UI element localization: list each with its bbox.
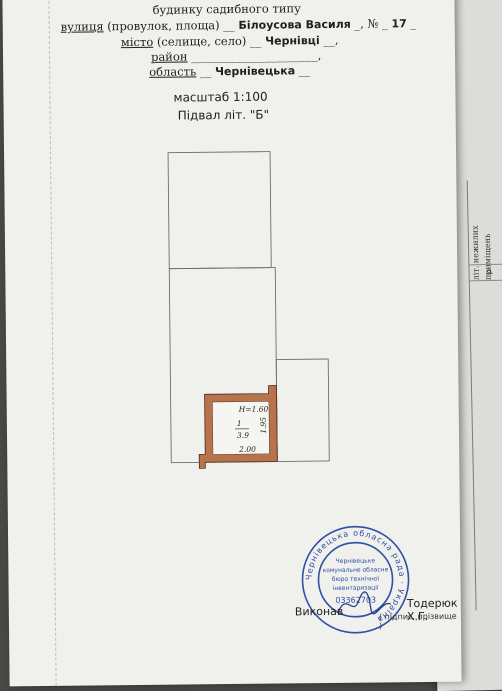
margin-line (48, 0, 56, 686)
signoff-role: Виконав (295, 605, 344, 619)
street-value: Білоусова Василя (238, 18, 351, 32)
city-line: місто (селище, село) __ Чернівці __, (121, 33, 339, 49)
floor-plan: Н=1.60 1 3.9 2.00 1.95 (154, 141, 357, 473)
number-value: 17 (391, 17, 406, 30)
city-note: (селище, село) (157, 34, 247, 49)
region-label: область (149, 64, 196, 78)
district-line: район ______________________, (151, 48, 321, 64)
room-height-label: Н=1.60 (238, 405, 269, 414)
outline-annex (276, 359, 329, 462)
city-label: місто (121, 35, 154, 49)
table-column-header: літ. нежилих приміщень (469, 189, 502, 280)
room-number: 1 (237, 419, 242, 428)
district-label: район (151, 49, 188, 63)
table-cell: 9 (486, 268, 491, 277)
street-label: вулиця (61, 19, 104, 33)
room-area: 3.9 (237, 431, 249, 440)
region-line: область __ Чернівецька __ (149, 63, 310, 79)
number-label: № (367, 16, 378, 30)
city-value: Чернівці (265, 34, 320, 48)
plan-scale: масштаб 1:100 (173, 90, 267, 105)
room-depth: 1.95 (259, 417, 268, 434)
document-page: будинку садибного типу вулиця (провулок,… (2, 0, 461, 686)
signoff-caption: ( підпис, прізвище ) (379, 612, 461, 631)
stamp-line1: Чернівецьке (336, 558, 376, 565)
stamp-line2: комунальне обласне (323, 566, 389, 574)
plan-title: Підвал літ. "Б" (178, 108, 270, 123)
street-line: вулиця (провулок, площа) __ Білоусова Ва… (61, 16, 417, 34)
street-note: (провулок, площа) (107, 18, 219, 33)
stamp-line3: бюро технічної (332, 575, 380, 582)
region-value: Чернівецька (215, 64, 295, 78)
room-width: 2.00 (238, 445, 256, 454)
header-line1: будинку садибного типу (152, 1, 300, 17)
outline-upper-block (168, 152, 271, 269)
